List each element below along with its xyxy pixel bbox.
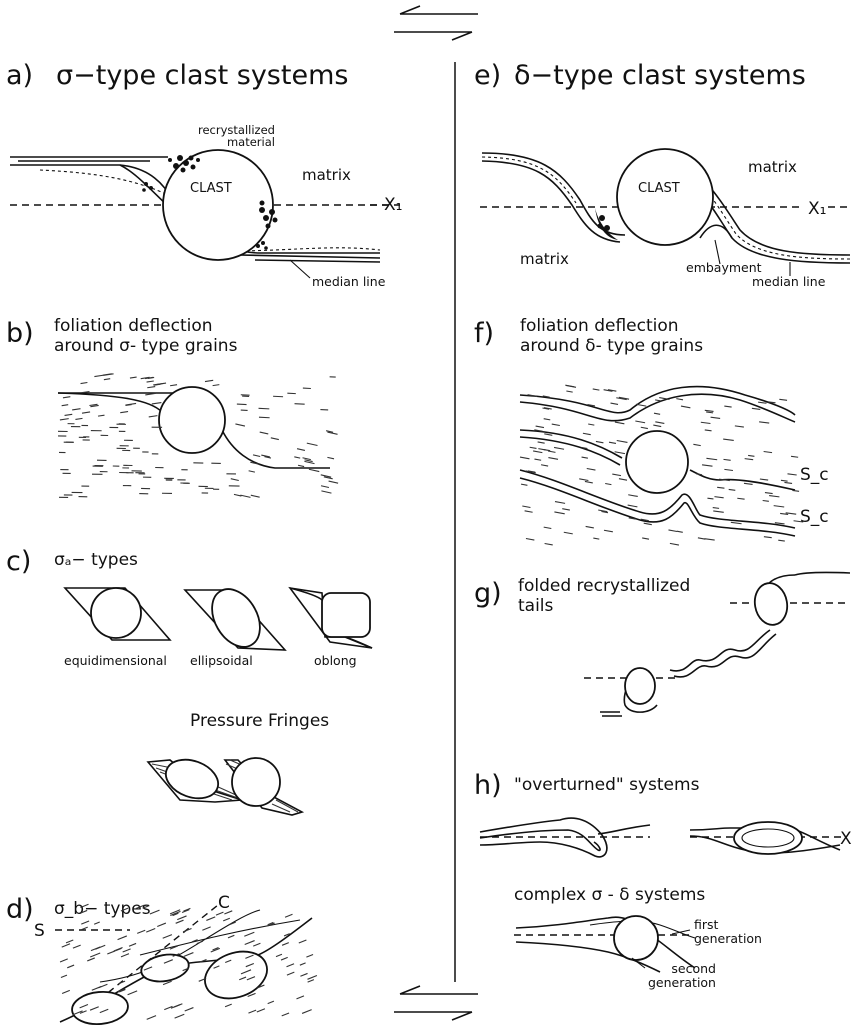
label-second-generation: second generation [648, 962, 716, 990]
label-first-generation: first generation [694, 918, 762, 946]
label-x-h: X [840, 830, 852, 850]
label-complex: complex σ - δ systems [514, 886, 705, 906]
